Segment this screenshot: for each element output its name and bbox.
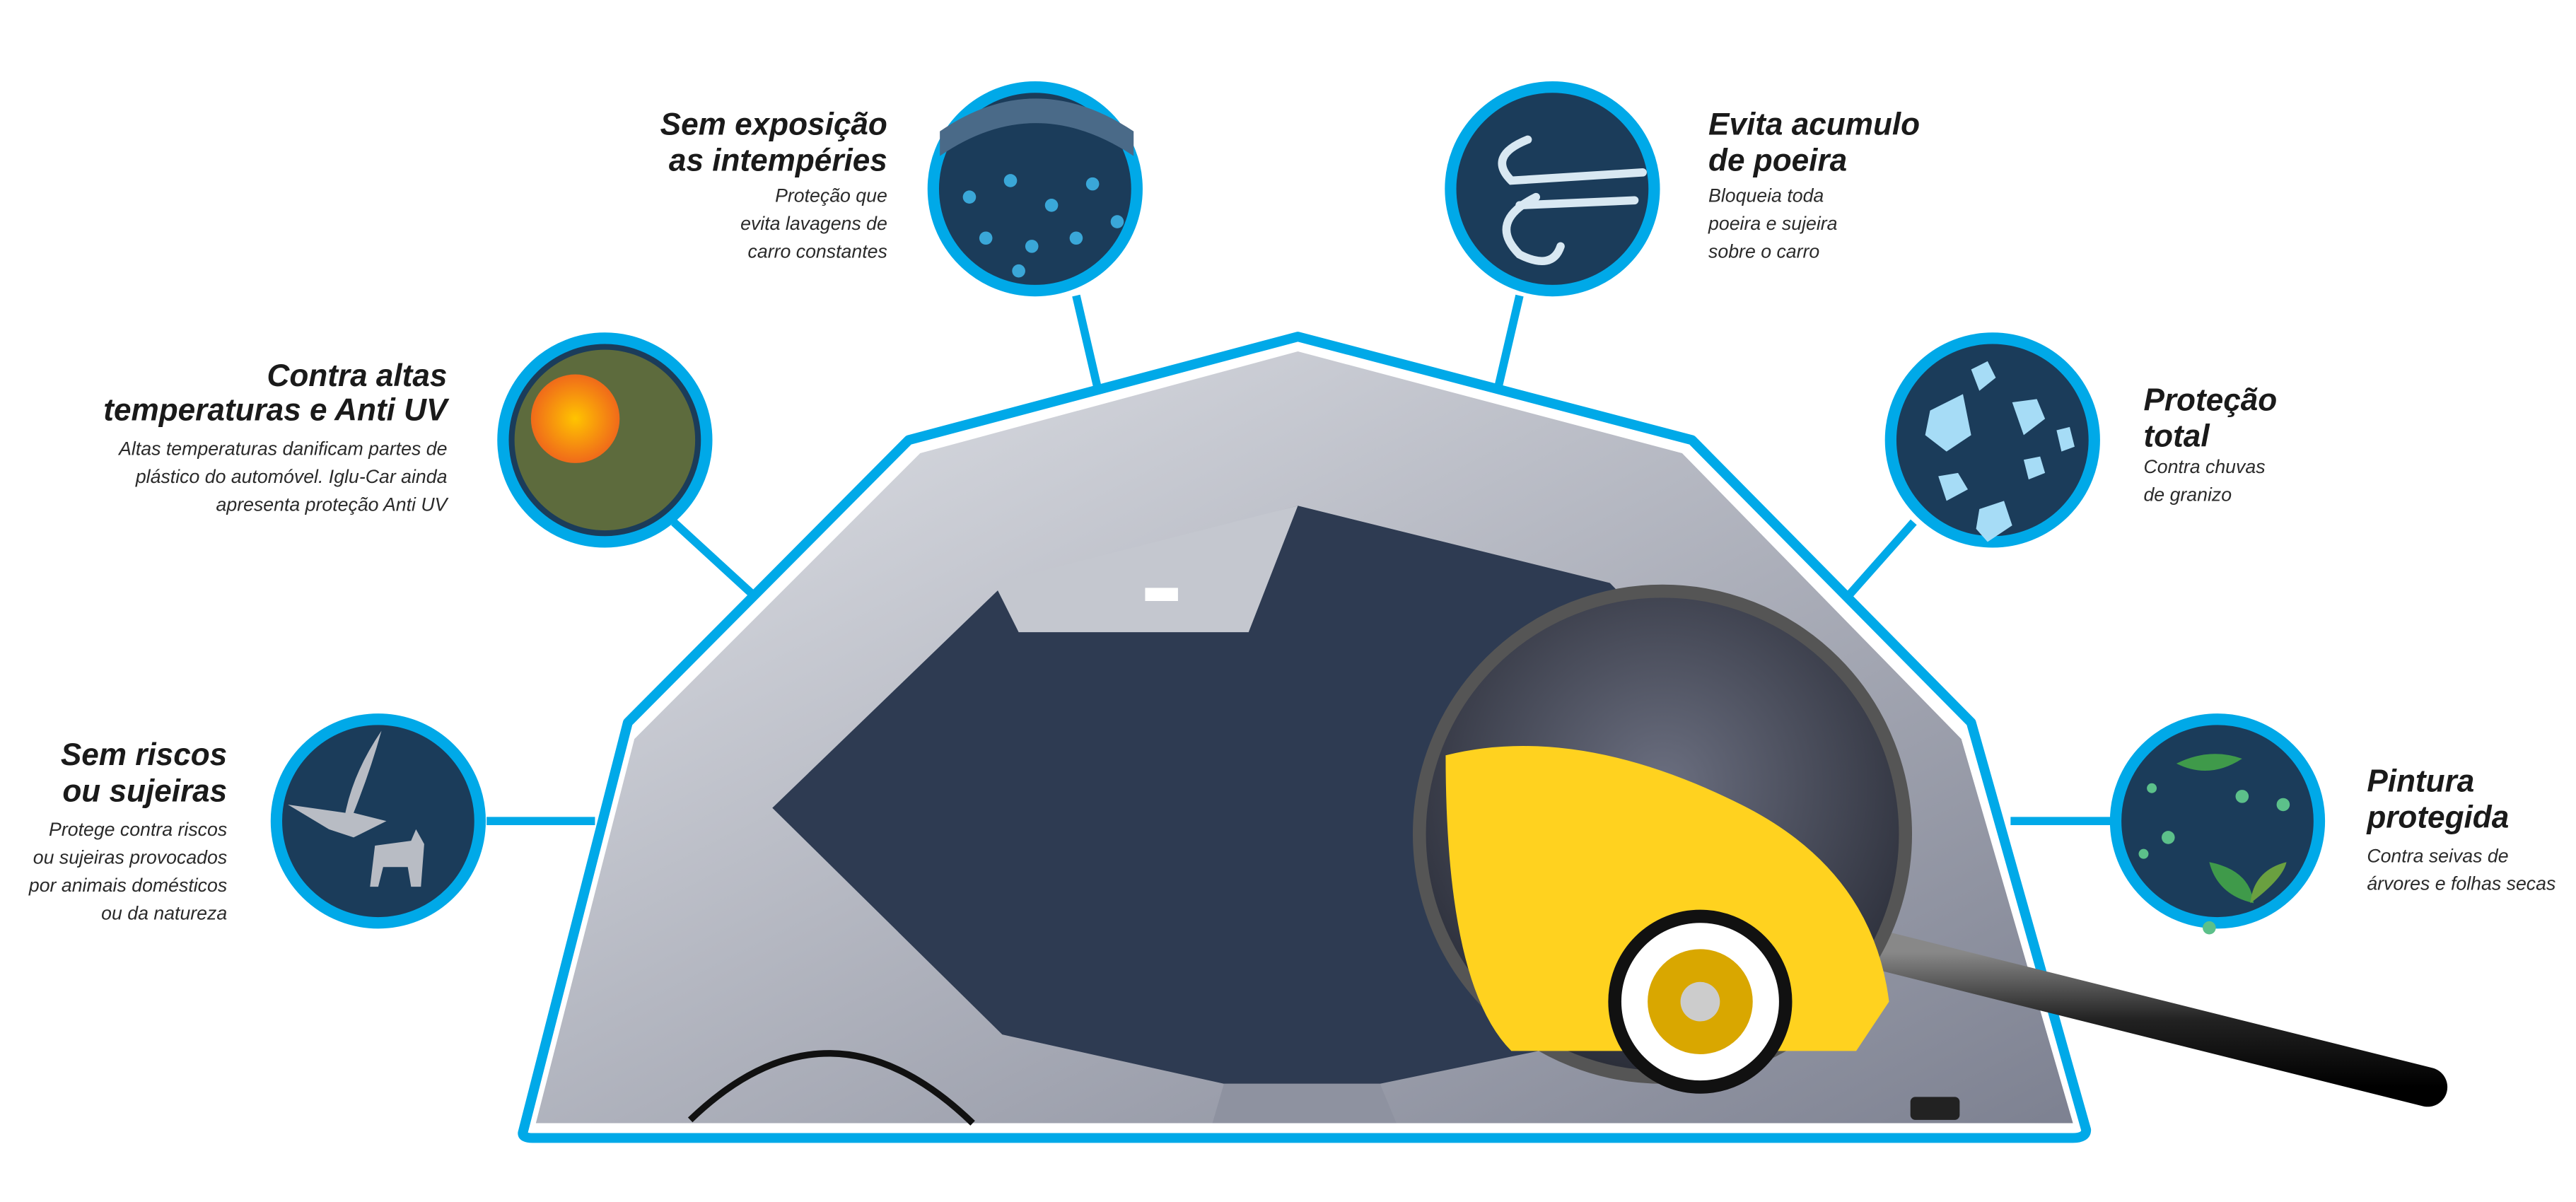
wind-icon (1498, 135, 1647, 265)
feature-icon-rain (927, 81, 1143, 297)
feature-description: de granizo (2143, 484, 2232, 505)
feature-description: ou sujeiras provocados (33, 847, 227, 868)
feature-description: apresenta proteção Anti UV (216, 494, 449, 515)
connector-lines (486, 294, 2111, 826)
feature-description: Altas temperaturas danificam partes de (117, 438, 447, 459)
feature-title: ou sujeiras (62, 774, 227, 808)
feature-title: temperaturas e Anti UV (103, 393, 450, 428)
feature-title: total (2143, 419, 2210, 454)
feature-text-heat: Contra altas temperaturas e Anti UV Alta… (103, 358, 450, 515)
feature-title: Evita acumulo (1708, 107, 1920, 141)
feature-title: Contra altas (267, 358, 448, 393)
feature-text-rain: Sem exposição as intempéries Proteção qu… (660, 107, 887, 262)
feature-icon-hail (1884, 332, 2100, 548)
rain-icon (940, 98, 1134, 278)
feature-description: Contra seivas de (2367, 845, 2508, 866)
feature-icon-animals (270, 713, 486, 929)
feature-text-scratch: Sem riscos ou sujeiras Protege contra ri… (28, 737, 227, 923)
feature-description: poeira e sujeira (1708, 213, 1837, 234)
feature-description: por animais domésticos (28, 875, 227, 896)
bird-cat-icon (288, 730, 424, 887)
sun-icon (530, 374, 620, 463)
feature-description: sobre o carro (1708, 241, 1819, 262)
feature-icon-leaves (2109, 713, 2326, 935)
magnifier-illustration (1413, 584, 2448, 1107)
feature-description: Contra chuvas (2143, 456, 2265, 477)
feature-icon-sun (497, 332, 713, 548)
feature-title: Pintura (2367, 764, 2474, 798)
feature-title: Sem exposição (660, 107, 887, 141)
feature-title: de poeira (1708, 144, 1847, 178)
feature-description: plástico do automóvel. Iglu-Car ainda (135, 466, 448, 487)
feature-icon-wind (1445, 81, 1660, 297)
feature-title: as intempéries (669, 144, 887, 178)
hail-icon (1925, 361, 2075, 542)
feature-description: árvores e folhas secas (2367, 873, 2555, 894)
feature-description: ou da natureza (101, 903, 227, 924)
leaves-icon (2138, 754, 2290, 935)
feature-text-paint: Pintura protegida Contra seivas de árvor… (2366, 764, 2555, 894)
feature-title: Sem riscos (61, 737, 227, 772)
feature-title: protegida (2366, 800, 2509, 834)
feature-text-dust: Evita acumulo de poeira Bloqueia toda po… (1708, 107, 1920, 262)
feature-description: Bloqueia toda (1708, 185, 1824, 206)
feature-description: Proteção que (775, 185, 887, 206)
feature-text-hail: Proteção total Contra chuvas de granizo (2143, 383, 2277, 506)
feature-description: carro constantes (748, 241, 887, 262)
feature-title: Proteção (2143, 383, 2277, 418)
feature-description: evita lavagens de (740, 213, 887, 234)
feature-description: Protege contra riscos (49, 819, 227, 840)
